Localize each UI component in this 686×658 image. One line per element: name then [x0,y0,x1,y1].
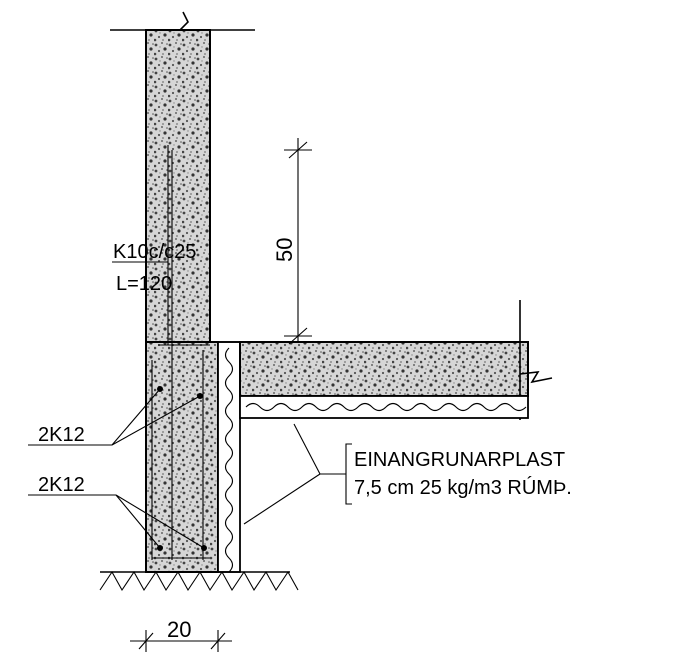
insulation-label-line2: 7,5 cm 25 kg/m3 RÚMÞ. [354,476,572,499]
height-dimension [284,138,312,345]
insulation-label-bracket [243,423,352,525]
width-dimension-label: 20 [167,617,191,642]
rebar-bottom-label: 2K12 [38,474,85,496]
horizontal-insulation [239,395,529,419]
insulation-label-line1: EINANGRUNARPLAST [354,449,565,471]
rebar-mid-label: 2K12 [38,424,85,446]
width-dimension [130,630,232,652]
rebar-bottom-leader-2 [115,494,205,549]
ground-hatch [99,570,299,592]
vertical-insulation [217,341,241,573]
wall-rebar-lines [151,145,210,560]
height-dimension-label: 50 [272,238,297,262]
rebar-bottom-leader-1 [115,494,161,549]
rebar-top-length-label: L=120 [116,273,172,295]
rebar-mid-leader-2 [111,395,201,446]
concrete-wall-lower [145,341,219,573]
rebar-mid-leader-1 [111,388,161,446]
floor-slab [239,341,529,397]
concrete-wall-upper [145,29,211,343]
rebar-top-label: K10c/c25 [113,241,196,263]
